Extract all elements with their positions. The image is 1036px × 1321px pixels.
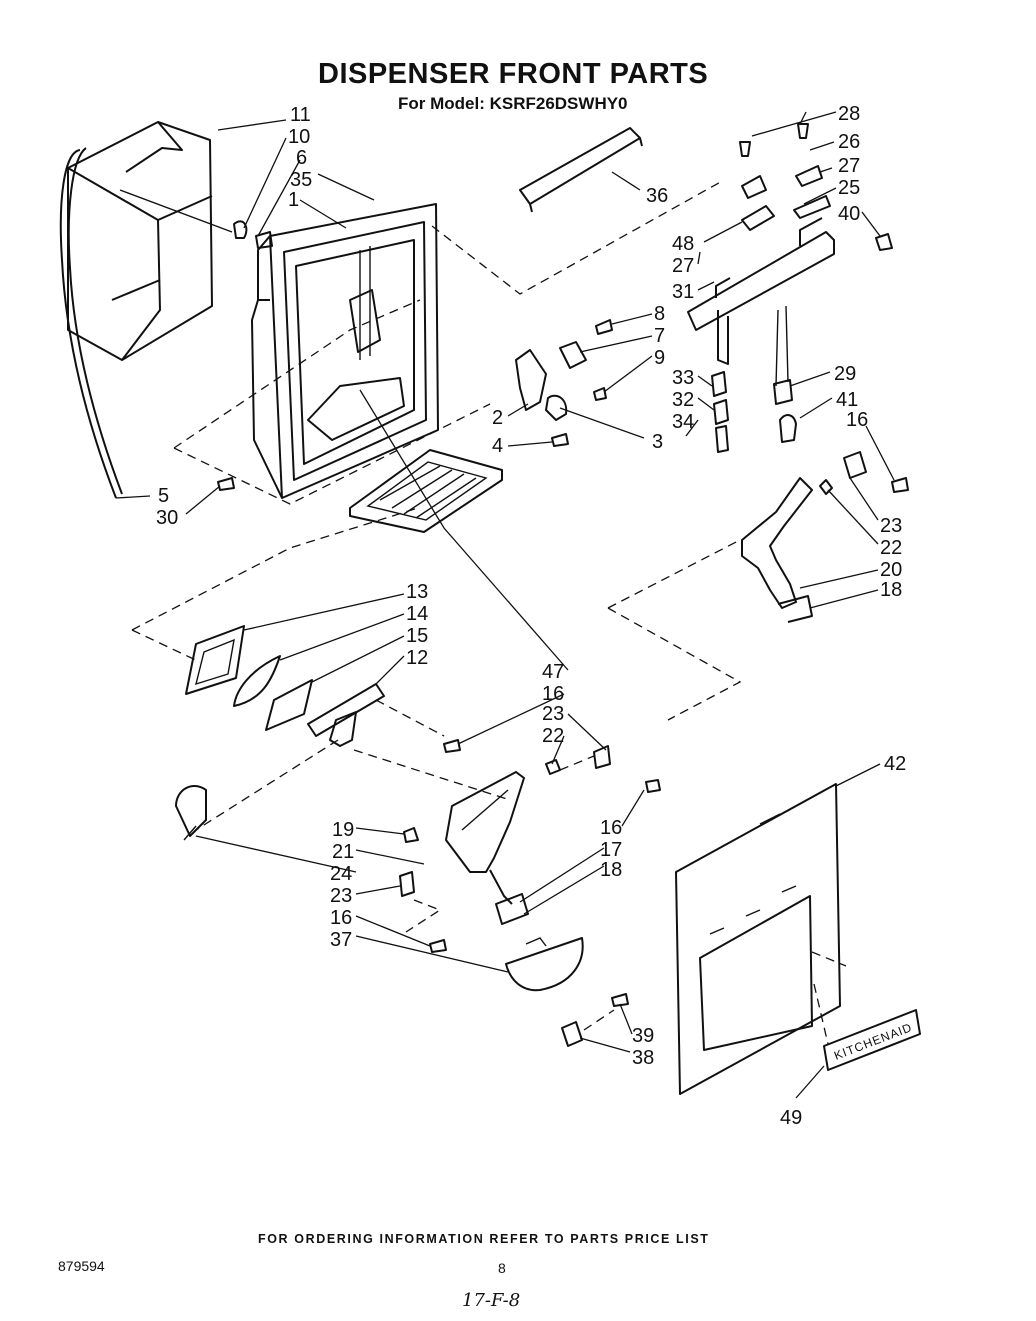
callout-6: 6 (296, 147, 307, 169)
ice-chute-parts (515, 319, 613, 447)
callout-13: 13 (406, 581, 428, 603)
water-lever-part (399, 739, 661, 953)
callout-40: 40 (838, 203, 860, 225)
brand-plate: KITCHENAID (823, 1009, 921, 1071)
callout-26: 26 (838, 131, 860, 153)
callout-10: 10 (288, 126, 310, 148)
drip-tray-part (349, 449, 503, 533)
callout-31: 31 (672, 281, 694, 303)
callout-29: 29 (834, 363, 856, 385)
callout-25: 25 (838, 177, 860, 199)
callout-16d: 16 (330, 907, 352, 929)
callout-27: 27 (838, 155, 860, 177)
ordering-note: FOR ORDERING INFORMATION REFER TO PARTS … (258, 1232, 710, 1246)
callout-16b: 16 (542, 683, 564, 705)
callout-2: 2 (492, 407, 503, 429)
callout-18: 18 (880, 579, 902, 601)
front-panel-part (675, 783, 841, 1095)
callout-17: 17 (600, 839, 622, 861)
callout-11: 11 (290, 104, 311, 126)
callout-32: 32 (672, 389, 694, 411)
callout-3: 3 (652, 431, 663, 453)
ice-bin-part (59, 121, 233, 499)
callout-19: 19 (332, 819, 354, 841)
callout-47: 47 (542, 661, 564, 683)
callout-4: 4 (492, 435, 503, 457)
callout-16: 16 (846, 409, 868, 431)
callout-30: 30 (156, 507, 178, 529)
callout-48: 48 (672, 233, 694, 255)
model-subtitle: For Model: KSRF26DSWHY0 (398, 94, 628, 113)
handwritten-note: 17-F-8 (462, 1290, 521, 1311)
callout-8: 8 (654, 303, 665, 325)
callout-14: 14 (406, 603, 428, 625)
callout-18b: 18 (600, 859, 622, 881)
callout-22: 22 (880, 537, 902, 559)
callout-20: 20 (880, 559, 902, 581)
callout-27b: 27 (672, 255, 694, 277)
callout-34: 34 (672, 411, 694, 433)
paddle-part (175, 785, 207, 841)
assembly-lines (131, 179, 847, 1045)
callout-39: 39 (632, 1025, 654, 1047)
ice-lever-part (741, 451, 909, 623)
cup-part (505, 937, 629, 1047)
callout-41: 41 (836, 389, 858, 411)
document-number: 879594 (58, 1258, 105, 1274)
callout-38: 38 (632, 1047, 654, 1069)
callout-12: 12 (406, 647, 428, 669)
callout-37: 37 (330, 929, 352, 951)
dispenser-housing-part (251, 203, 439, 499)
page-number: 8 (498, 1260, 506, 1276)
callout-33: 33 (672, 367, 694, 389)
top-bracket-part (519, 127, 643, 213)
callout-21: 21 (332, 841, 354, 863)
callout-1: 1 (288, 189, 299, 211)
callout-36: 36 (646, 185, 668, 207)
callout-7: 7 (654, 325, 665, 347)
callout-5: 5 (158, 485, 169, 507)
callout-23c: 23 (330, 885, 352, 907)
callout-16c: 16 (600, 817, 622, 839)
door-flap-parts (185, 625, 385, 747)
leader-lines (115, 111, 895, 1099)
callout-labels: 11 10 6 35 1 36 28 26 27 25 48 40 27 31 … (156, 103, 906, 1129)
page-title: DISPENSER FRONT PARTS (318, 58, 709, 90)
callout-28: 28 (838, 103, 860, 125)
callout-42: 42 (884, 753, 906, 775)
callout-23: 23 (880, 515, 902, 537)
callout-35: 35 (290, 169, 312, 191)
callout-23b: 23 (542, 703, 564, 725)
screw-parts (217, 123, 893, 491)
callout-22b: 22 (542, 725, 564, 747)
callout-24: 24 (330, 863, 352, 885)
callout-15: 15 (406, 625, 428, 647)
callout-9: 9 (654, 347, 665, 369)
switch-bracket-part (687, 165, 835, 453)
callout-49: 49 (780, 1107, 802, 1129)
